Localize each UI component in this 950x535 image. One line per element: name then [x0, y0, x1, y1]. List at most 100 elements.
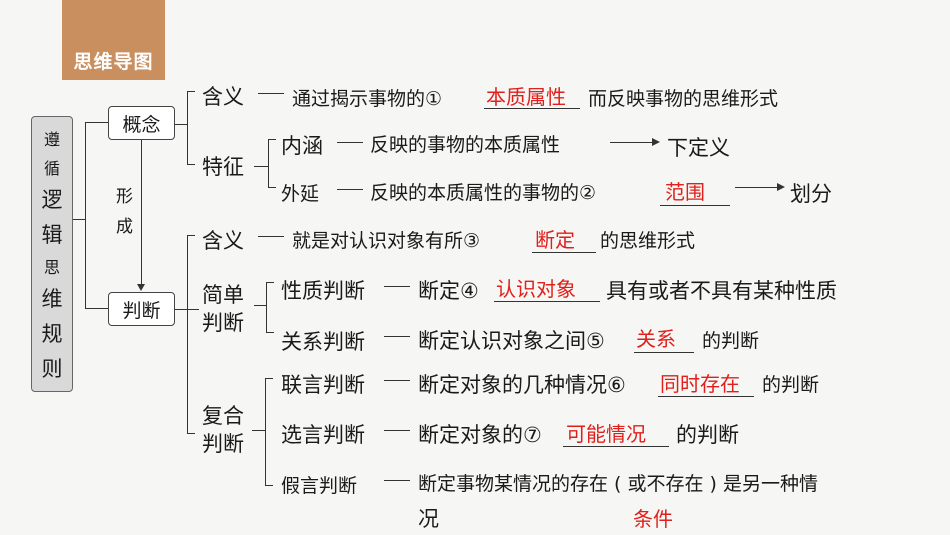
arrow-head-icon — [137, 284, 145, 291]
bracket — [187, 309, 199, 310]
bracket — [265, 378, 266, 485]
dash — [384, 336, 410, 337]
connector — [85, 308, 108, 309]
extension-label: 外延 — [281, 183, 320, 205]
connector — [252, 430, 265, 431]
formation-label: 形 — [116, 187, 133, 207]
bracket — [266, 282, 267, 332]
dash — [337, 142, 363, 143]
dash — [258, 93, 284, 94]
connector — [175, 309, 187, 310]
arrow-right-icon — [610, 138, 660, 146]
root-char: 辑 — [41, 222, 63, 247]
root-char: 循 — [43, 158, 60, 178]
bracket — [268, 139, 269, 187]
answer-5: 关系 — [636, 327, 676, 351]
root-char: 规 — [41, 321, 63, 346]
concept-feature-label: 特征 — [202, 155, 244, 179]
simple-judgment-label: 判断 — [202, 311, 244, 335]
answer-4: 认识对象 — [496, 277, 576, 301]
connector — [254, 166, 268, 167]
formation-arrow — [141, 140, 142, 286]
relation-judgment-label: 关系判断 — [281, 330, 365, 354]
dash — [384, 380, 410, 381]
arrow-right-icon — [735, 183, 785, 191]
nature-judgment-label: 性质判断 — [281, 279, 365, 303]
bracket — [265, 378, 273, 379]
root-char: 则 — [41, 356, 63, 381]
connector — [73, 219, 85, 220]
bracket — [187, 235, 195, 236]
extension-pre: 反映的本质属性的事物的② — [370, 182, 597, 204]
answer-1: 本质属性 — [486, 85, 566, 109]
judgment-meaning-label: 含义 — [202, 229, 244, 253]
blank-7 — [563, 446, 669, 447]
conjunctive-judgment-label: 联言判断 — [281, 373, 365, 397]
root-char: 维 — [41, 286, 63, 311]
bracket — [187, 235, 188, 433]
dash — [337, 189, 363, 190]
hypothetical-pre: 断定事物某情况的存在 ( 或不存在 ) 是另一种情 — [418, 473, 818, 495]
root-char: 思 — [43, 257, 60, 277]
answer-8: 条件 — [633, 507, 673, 531]
simple-judgment-label: 简单 — [202, 283, 244, 307]
disjunctive-post: 的判断 — [676, 423, 739, 447]
bracket — [266, 332, 274, 333]
bracket — [187, 91, 188, 164]
disjunctive-judgment-label: 选言判断 — [281, 423, 365, 447]
judgment-meaning-pre: 就是对认识对象有所③ — [292, 230, 481, 252]
root-char: 遵 — [43, 129, 60, 149]
judgment-node: 判断 — [108, 292, 175, 326]
connector — [254, 305, 266, 306]
bracket — [265, 485, 273, 486]
formation-label: 成 — [116, 217, 133, 237]
compound-judgment-label: 判断 — [202, 432, 244, 456]
blank-1 — [484, 108, 580, 109]
root-node: 遵 循 逻 辑 思 维 规 则 — [31, 116, 73, 392]
relation-post: 的判断 — [702, 329, 759, 353]
extension-result: 划分 — [790, 182, 832, 206]
dash — [384, 480, 410, 481]
connector — [85, 122, 86, 308]
bracket — [268, 187, 276, 188]
bracket — [187, 91, 195, 92]
concept-meaning-label: 含义 — [202, 85, 244, 109]
answer-2: 范围 — [665, 180, 705, 204]
blank-2 — [660, 205, 730, 206]
connector — [85, 122, 108, 123]
conjunctive-pre: 断定对象的几种情况⑥ — [418, 373, 626, 397]
disjunctive-pre: 断定对象的⑦ — [418, 423, 542, 447]
blank-4 — [494, 301, 600, 302]
concept-node: 概念 — [108, 106, 175, 140]
concept-meaning-pre: 通过揭示事物的① — [292, 88, 443, 110]
nature-pre: 断定④ — [418, 279, 479, 303]
intension-label: 内涵 — [281, 134, 323, 158]
relation-wrap: 断 — [740, 330, 760, 352]
blank-5 — [634, 352, 694, 353]
connector — [175, 124, 187, 125]
intension-text: 反映的事物的本质属性 — [370, 134, 561, 156]
root-char: 逻 — [41, 187, 63, 212]
hypothetical-judgment-label: 假言判断 — [281, 475, 358, 497]
blank-6 — [658, 396, 754, 397]
bracket — [187, 164, 195, 165]
nature-post: 具有或者不具有某种性质 — [606, 279, 837, 303]
section-title-badge: 思维导图 — [62, 0, 165, 80]
dash — [258, 236, 284, 237]
concept-meaning-post: 而反映事物的思维形式 — [588, 88, 779, 110]
dash — [384, 430, 410, 431]
judgment-meaning-post: 的思维形式 — [600, 230, 696, 252]
hypothetical-wrap: 况 — [418, 507, 439, 531]
blank-3 — [532, 252, 596, 253]
answer-3: 断定 — [535, 228, 575, 252]
conjunctive-post: 的判断 — [762, 374, 820, 396]
relation-post-text: 的判 — [702, 330, 741, 352]
compound-judgment-label: 复合 — [202, 404, 244, 428]
dash — [384, 286, 410, 287]
answer-6: 同时存在 — [660, 372, 740, 396]
bracket — [268, 139, 276, 140]
intension-result: 下定义 — [667, 136, 730, 160]
bracket — [187, 433, 195, 434]
bracket — [266, 282, 274, 283]
